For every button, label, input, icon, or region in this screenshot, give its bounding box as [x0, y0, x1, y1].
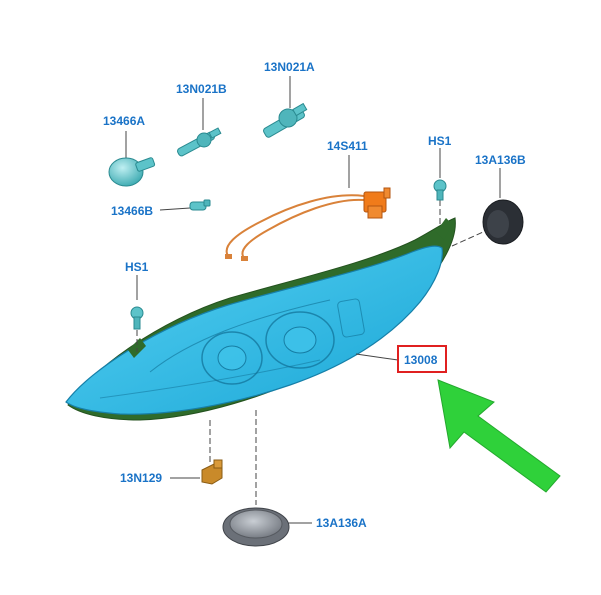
part-labels: 13466A 13N021B 13N021A 14S411 HS1 13A136… — [103, 60, 526, 530]
label-HS1-left[interactable]: HS1 — [125, 260, 149, 274]
label-13N021A[interactable]: 13N021A — [264, 60, 315, 74]
grommet-inner — [487, 210, 509, 238]
leader-lines — [125, 76, 501, 524]
label-13A136B[interactable]: 13A136B — [475, 153, 526, 167]
wiring-harness-14S411[interactable] — [225, 187, 391, 261]
screw-HS1-left[interactable] — [130, 306, 144, 330]
bulb-base — [135, 157, 156, 172]
harness-wire-2 — [241, 198, 365, 259]
reflector-low — [201, 331, 263, 385]
bulb-glass — [108, 157, 144, 187]
reflector-high — [265, 311, 335, 369]
label-14S411[interactable]: 14S411 — [327, 139, 368, 153]
cap-top — [229, 509, 283, 539]
label-13466A[interactable]: 13466A — [103, 114, 145, 128]
label-13N129[interactable]: 13N129 — [120, 471, 162, 485]
screw-shank — [133, 316, 141, 330]
bulb-flange — [196, 132, 212, 148]
harness-terminal-1 — [225, 254, 232, 259]
headlamp-lens — [65, 245, 443, 415]
screw-HS1-top[interactable] — [433, 179, 447, 201]
bulb-tip — [292, 102, 308, 117]
reflector-inner-2 — [217, 345, 247, 371]
leader-13008 — [355, 353, 399, 361]
bulb-13466A[interactable] — [108, 157, 156, 187]
arrow-pointer-icon — [437, 379, 561, 493]
bulb-13N021A[interactable] — [262, 102, 308, 139]
label-HS1-top[interactable]: HS1 — [428, 134, 452, 148]
label-13008[interactable]: 13008 — [404, 353, 438, 367]
label-13A136A[interactable]: 13A136A — [316, 516, 367, 530]
cap-13A136A[interactable] — [222, 507, 290, 547]
bulb-13N021B[interactable] — [176, 127, 222, 157]
bulb-13466B[interactable] — [189, 199, 211, 211]
bracket-tab — [213, 459, 223, 469]
harness-wire-1 — [225, 194, 365, 257]
screw-shank — [436, 189, 444, 201]
bracket-13N129[interactable] — [201, 459, 223, 485]
lens-detail-line — [149, 299, 331, 373]
grommet-13A136B[interactable] — [482, 199, 524, 245]
lens-detail-box — [337, 298, 365, 338]
bulb-tip — [208, 127, 222, 139]
harness-terminal-2 — [241, 256, 248, 261]
bulb-flange — [278, 108, 298, 128]
label-13466B[interactable]: 13466B — [111, 204, 153, 218]
bulb-small-tip — [203, 199, 211, 207]
leader-13466B — [159, 207, 191, 211]
reflector-inner — [283, 326, 317, 354]
headlamp-assembly — [65, 217, 456, 421]
label-13N021B[interactable]: 13N021B — [176, 82, 227, 96]
lens-detail-line-2 — [99, 359, 321, 399]
mounting-tab-top — [436, 218, 452, 240]
highlight-box-13008 — [397, 345, 447, 373]
harness-connector — [363, 187, 391, 219]
